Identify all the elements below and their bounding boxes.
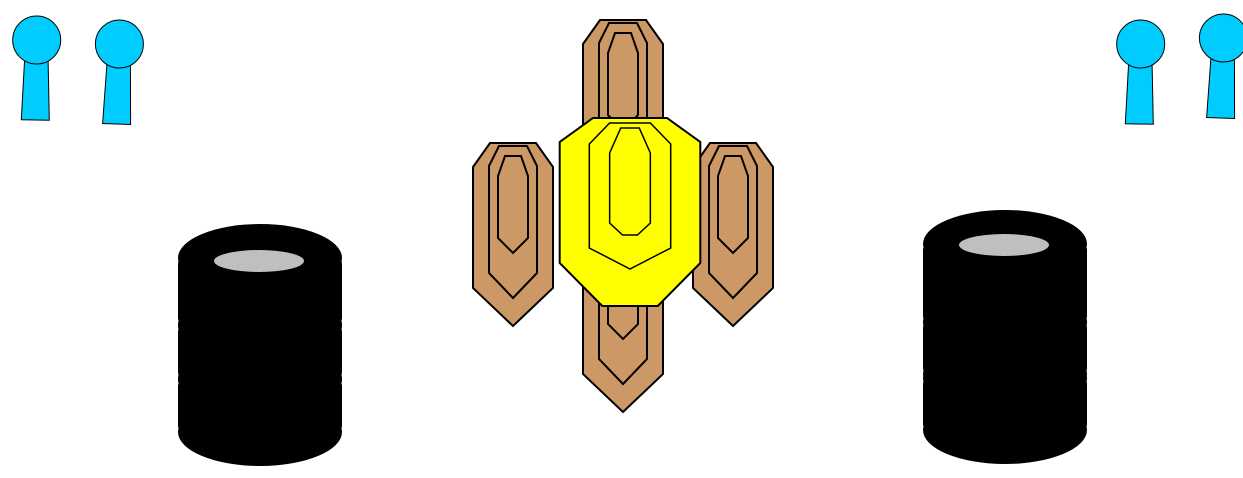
ipsc-target-icon-right xyxy=(693,143,773,326)
tire-hole xyxy=(959,234,1049,256)
tire-stack-right xyxy=(923,210,1087,464)
tire-icon xyxy=(923,210,1087,330)
tire-hole xyxy=(214,250,304,272)
tire-stack-left xyxy=(178,224,342,466)
ipsc-target-icon-center xyxy=(560,118,701,306)
ipsc-target-icon-left xyxy=(473,143,553,326)
tire-icon xyxy=(178,224,342,344)
